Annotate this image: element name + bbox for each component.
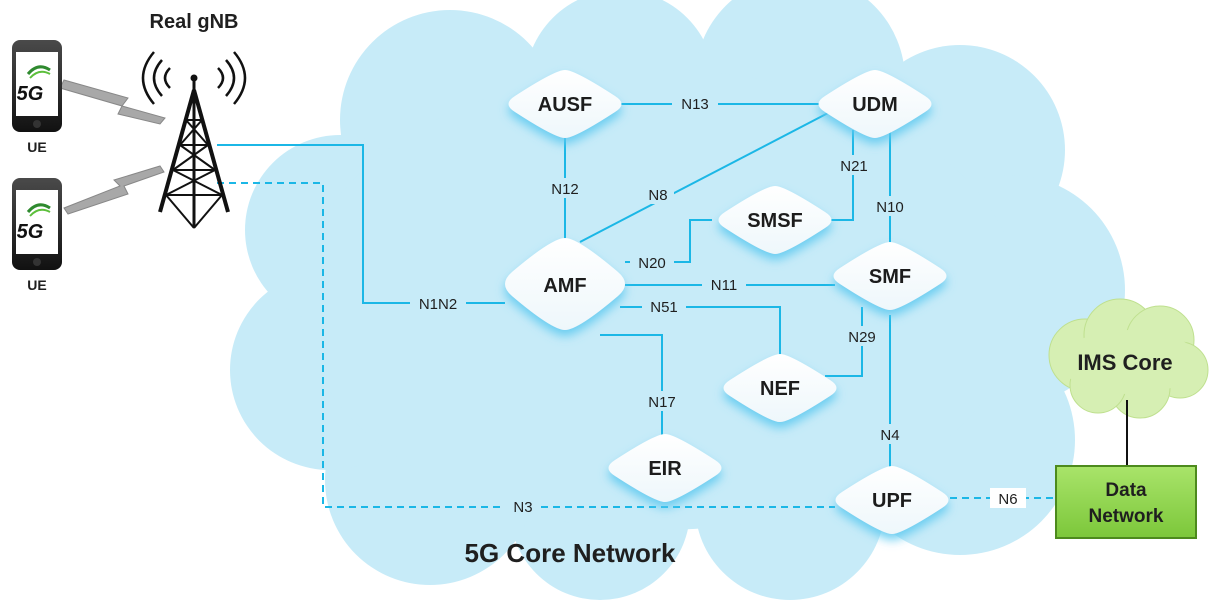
node-udm[interactable]: UDM: [818, 70, 932, 138]
gnb-tower-icon: [141, 51, 247, 229]
ue-1-screen-text: 5G: [17, 83, 44, 105]
node-udm-label: UDM: [852, 94, 898, 116]
node-upf-label: UPF: [872, 490, 912, 512]
node-smf-label: SMF: [869, 266, 911, 288]
label-n21: N21: [840, 158, 868, 175]
node-eir-label: EIR: [648, 458, 682, 480]
label-n29: N29: [848, 329, 876, 346]
nf-nodes: AUSF UDM SMSF AMF SMF NEF EIR UPF: [505, 70, 949, 534]
ue-1-label: UE: [27, 139, 46, 155]
node-nef[interactable]: NEF: [723, 354, 837, 422]
label-n17: N17: [648, 394, 676, 411]
node-ausf[interactable]: AUSF: [508, 70, 622, 138]
label-n8: N8: [648, 187, 667, 204]
label-n11: N11: [711, 277, 737, 294]
node-smf[interactable]: SMF: [833, 242, 947, 310]
core-network-title: 5G Core Network: [465, 538, 676, 568]
node-smsf-label: SMSF: [747, 210, 803, 232]
ue-phone-2: 5G: [12, 178, 62, 270]
ims-core-cloud: [1048, 298, 1209, 419]
radio-signal-icons: [59, 79, 166, 215]
node-ausf-label: AUSF: [538, 94, 592, 116]
node-amf[interactable]: AMF: [505, 238, 625, 330]
ue-2-screen-text: 5G: [17, 221, 44, 243]
ue-2-label: UE: [27, 277, 46, 293]
label-n12: N12: [551, 181, 579, 198]
node-upf[interactable]: UPF: [835, 466, 949, 534]
label-n10: N10: [876, 199, 904, 216]
ims-core-label: IMS Core: [1077, 350, 1172, 375]
data-network-label-line2: Network: [1089, 506, 1164, 527]
link-labels: N13 N12 N8 N21 N10 N20 N11 N51 N29 N17 N…: [410, 93, 1026, 516]
link-n8: [579, 111, 831, 243]
label-n1n2: N1N2: [419, 296, 457, 313]
node-eir[interactable]: EIR: [608, 434, 722, 502]
link-n3: [217, 182, 835, 508]
label-n4: N4: [880, 427, 899, 444]
label-n20: N20: [638, 255, 666, 272]
label-n6: N6: [998, 491, 1017, 508]
ue-phone-1: 5G: [12, 40, 62, 132]
label-n13: N13: [681, 96, 709, 113]
data-network-label-line1: Data: [1105, 480, 1147, 501]
data-network-box: Data Network: [1055, 465, 1197, 539]
label-n3: N3: [513, 499, 532, 516]
node-amf-label: AMF: [543, 275, 586, 297]
node-nef-label: NEF: [760, 378, 800, 400]
node-smsf[interactable]: SMSF: [718, 186, 832, 254]
label-n51: N51: [650, 299, 678, 316]
gnb-label: Real gNB: [150, 11, 239, 33]
